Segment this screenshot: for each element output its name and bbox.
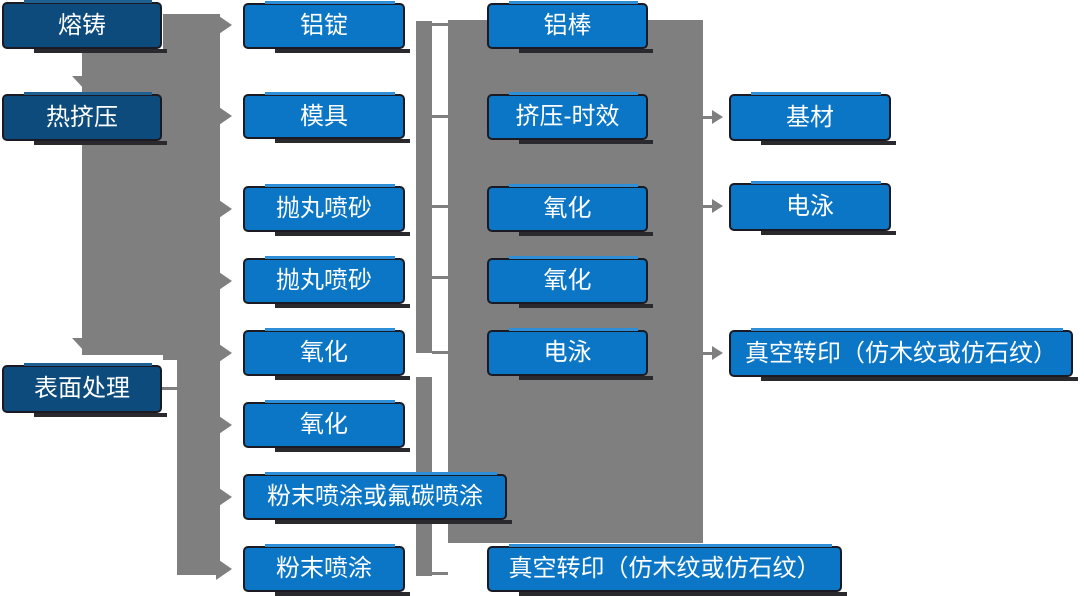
link-vacuum-transfer (703, 352, 713, 355)
arrow-down-icon (72, 338, 98, 352)
node-label: 氧化 (300, 411, 348, 438)
node-label: 挤压-时效 (515, 103, 620, 130)
arrow-right-icon (216, 105, 232, 127)
node-label: 氧化 (300, 339, 348, 366)
node-oxidation-a: 氧化 (243, 328, 410, 380)
arrow-down-icon (72, 76, 98, 90)
connector-bar-top (416, 21, 432, 353)
node-label: 粉末喷涂 (276, 555, 372, 582)
node-electrophoresis-right: 电泳 (729, 181, 896, 235)
node-vacuum-transfer-bottom: 真空转印（仿木纹或仿石纹） (487, 544, 847, 596)
node-vacuum-transfer-right: 真空转印（仿木纹或仿石纹） (729, 328, 1078, 381)
node-extrusion-aging: 挤压-时效 (487, 92, 653, 144)
link-electrophoresis (703, 205, 713, 208)
node-hot-extrusion: 热挤压 (2, 92, 167, 145)
link-row5 (432, 351, 448, 354)
node-label: 模具 (300, 102, 348, 130)
node-powder-or-fluorocarbon-coating: 粉末喷涂或氟碳喷涂 (243, 472, 512, 524)
arrow-right-icon (216, 414, 232, 436)
node-oxidation-d: 氧化 (487, 256, 653, 308)
arrow-right-icon (712, 110, 723, 124)
node-label: 基材 (786, 103, 834, 131)
link-row8 (432, 572, 448, 575)
node-label: 氧化 (543, 195, 592, 222)
node-shot-blasting-1: 抛丸喷砂 (243, 184, 410, 236)
link-surface-treatment (162, 387, 178, 390)
link-substrate (703, 116, 713, 119)
arrow-right-icon (216, 270, 232, 292)
node-label: 抛丸喷砂 (276, 195, 372, 222)
node-label: 熔铸 (58, 11, 106, 39)
arrow-right-icon (216, 558, 232, 580)
node-shot-blasting-2: 抛丸喷砂 (243, 256, 410, 308)
node-label: 电泳 (543, 339, 592, 366)
node-label: 热挤压 (46, 103, 118, 131)
connector-trunk-lower (177, 360, 220, 575)
arrow-right-icon (712, 346, 723, 360)
link-row3 (432, 205, 448, 208)
node-oxidation-c: 氧化 (487, 184, 653, 236)
node-label: 电泳 (786, 193, 834, 220)
node-label: 氧化 (543, 267, 592, 294)
node-label: 真空转印（仿木纹或仿石纹） (745, 339, 1057, 367)
node-substrate: 基材 (729, 92, 896, 145)
arrow-right-icon (216, 14, 232, 36)
connector-trunk-upper (163, 14, 220, 360)
node-label: 表面处理 (34, 375, 130, 402)
arrow-right-icon (216, 342, 232, 364)
node-aluminum-rod: 铝棒 (487, 1, 653, 53)
node-powder-coating: 粉末喷涂 (243, 544, 410, 596)
node-mold: 模具 (243, 92, 410, 143)
node-electrophoresis-mid: 电泳 (487, 328, 653, 380)
node-label: 铝锭 (300, 12, 348, 39)
node-oxidation-b: 氧化 (243, 400, 410, 452)
node-label: 粉末喷涂或氟碳喷涂 (267, 483, 483, 510)
link-row4 (432, 276, 448, 279)
link-row2 (432, 115, 448, 118)
node-label: 铝棒 (543, 12, 592, 39)
node-aluminum-ingot: 铝锭 (243, 1, 410, 53)
node-surface-treatment: 表面处理 (2, 363, 167, 417)
node-label: 真空转印（仿木纹或仿石纹） (508, 555, 821, 582)
arrow-right-icon (712, 199, 723, 213)
node-label: 抛丸喷砂 (276, 267, 372, 294)
link-row1 (432, 23, 448, 26)
arrow-right-icon (216, 486, 232, 508)
node-melting-casting: 熔铸 (2, 0, 167, 53)
arrow-right-icon (216, 198, 232, 220)
